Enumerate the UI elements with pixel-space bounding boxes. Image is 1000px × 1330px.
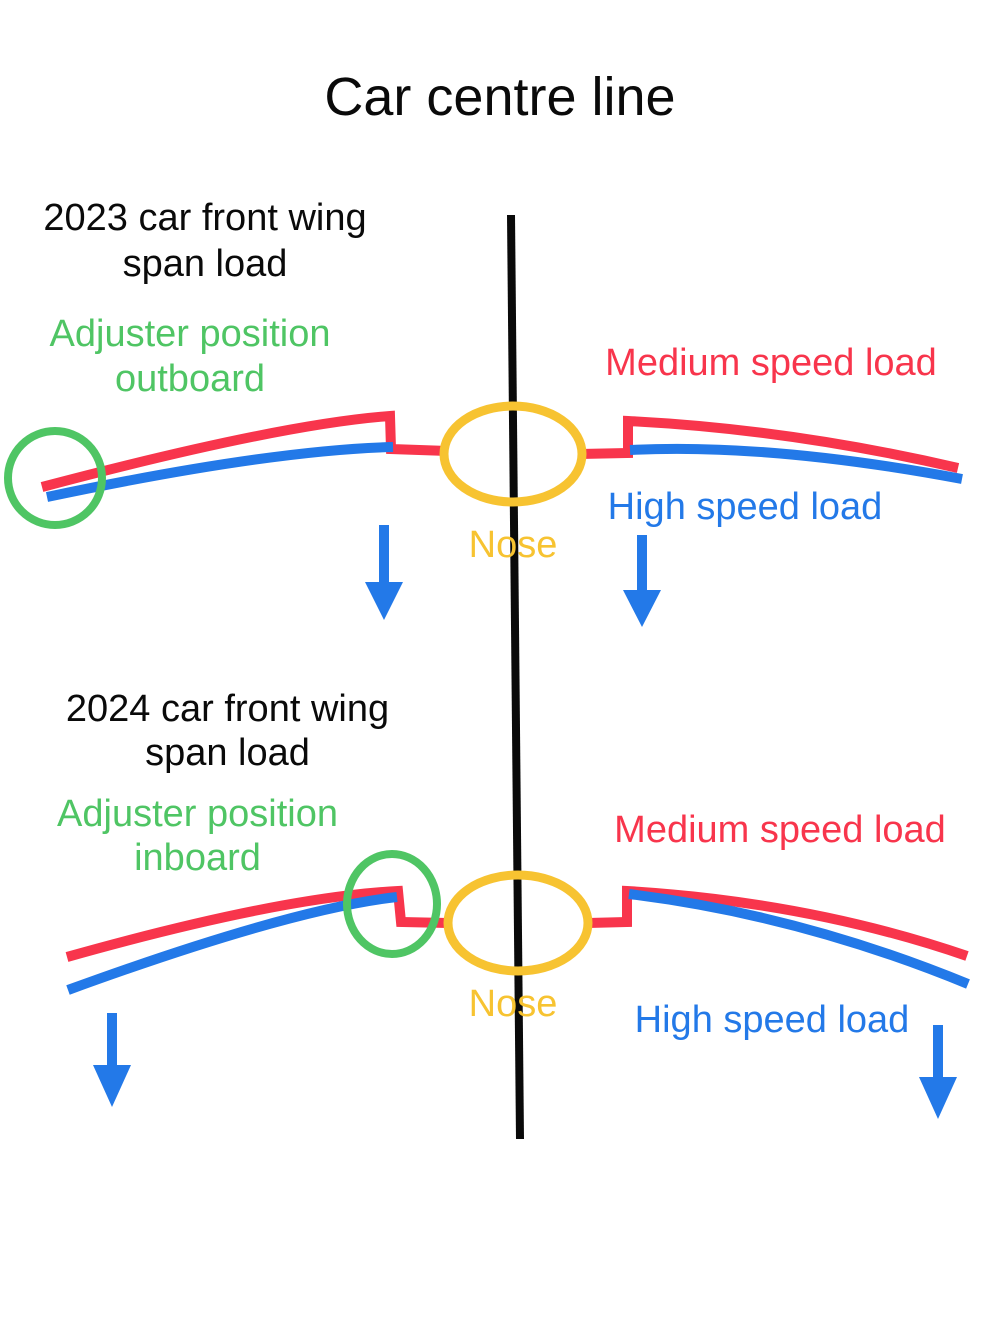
down-arrow-icon-2023-right xyxy=(623,535,661,627)
adjuster-position-outboard-label: Adjuster position outboard xyxy=(49,313,331,400)
section-heading-2024: 2024 car front wing span load xyxy=(65,688,390,774)
car-centre-line xyxy=(507,214,524,1140)
down-arrow-icon-2023-left xyxy=(365,525,403,620)
section-heading-2023: 2023 car front wing span load xyxy=(43,197,367,285)
medium-speed-load-label-2023: Medium speed load xyxy=(605,342,937,384)
high-speed-curve-right-2024 xyxy=(628,889,970,989)
down-arrow-icon-2024-right xyxy=(919,1025,957,1119)
high-speed-load-label-2023: High speed load xyxy=(607,486,883,528)
high-speed-curve-right-2023 xyxy=(629,443,963,484)
down-arrow-icon-2024-left xyxy=(93,1013,131,1107)
medium-speed-load-label-2024: Medium speed load xyxy=(614,809,946,851)
adjuster-outboard-circle-icon xyxy=(4,427,106,529)
adjuster-inboard-circle-icon xyxy=(343,850,441,958)
high-speed-load-label-2024: High speed load xyxy=(634,999,910,1041)
nose-label-2024: Nose xyxy=(468,983,558,1025)
nose-ellipse-2024-icon xyxy=(443,870,593,976)
medium-speed-curve-left-2024 xyxy=(65,885,449,962)
nose-label-2023: Nose xyxy=(468,524,558,566)
medium-speed-curve-left-2023 xyxy=(40,410,449,492)
nose-ellipse-2023-icon xyxy=(439,401,587,507)
adjuster-position-inboard-label: Adjuster position inboard xyxy=(57,793,338,879)
high-speed-curve-left-2024 xyxy=(66,892,398,995)
page-title: Car centre line xyxy=(324,67,676,127)
medium-speed-curve-right-2023 xyxy=(579,415,960,473)
